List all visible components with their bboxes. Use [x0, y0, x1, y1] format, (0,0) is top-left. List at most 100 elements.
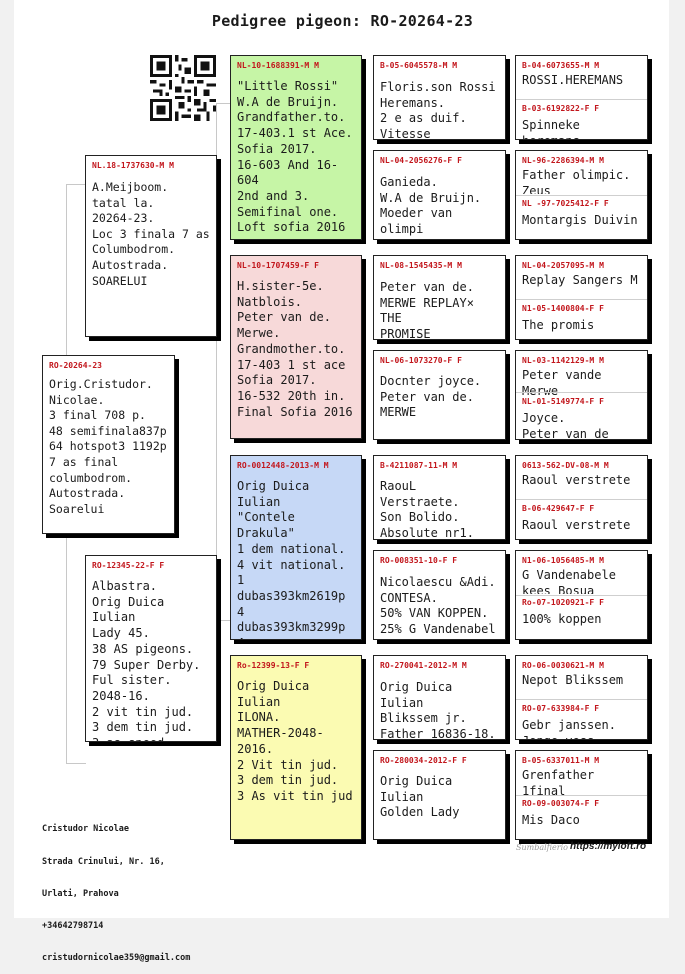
pigeon-info: Father olimpic. Zeus: [522, 168, 631, 194]
pigeon-info: Montargis Duivin: [522, 213, 638, 227]
pigeon-info: Gebr janssen. Jonge voss: [522, 718, 616, 739]
ring-number: RO-07-633984-F F: [522, 704, 600, 713]
ring-number: B-04-6073655-M M: [522, 61, 600, 70]
great-great-grandparent-pair: NL-96-2286394-M M Father olimpic. Zeus N…: [515, 150, 648, 240]
pigeon-info: Orig.Cristudor. Nicolae. 3 final 708 p. …: [49, 377, 167, 516]
ring-number: RO-280034-2012-F F: [380, 756, 467, 765]
pigeon-info: Orig Duica Iulian Golden Lady: [380, 774, 460, 820]
ring-number: Ro-07-1020921-F F: [522, 598, 604, 607]
pigeon-info: 100% koppen: [522, 612, 602, 626]
page-title: Pedigree pigeon: RO-20264-23: [211, 12, 474, 30]
ring-number: B-05-6337011-M M: [522, 756, 600, 765]
owner-contact: Cristudor Nicolae Strada Crinului, Nr. 1…: [42, 803, 190, 974]
pigeon-info: Peter vande Merwe: [522, 368, 609, 398]
ring-number: NL-10-1688391-M M: [237, 61, 319, 70]
ring-number: N1-06-1056485-M M: [522, 556, 604, 565]
grandfather-sire-box: NL-10-1688391-M M "Little Rossi" W.A de …: [230, 55, 362, 240]
pigeon-info: Replay Sangers M: [522, 273, 638, 287]
subject-box: RO-20264-23 Orig.Cristudor. Nicolae. 3 f…: [42, 355, 175, 534]
pigeon-info: A.Meijboom. tatal la. 20264-23. Loc 3 fi…: [92, 180, 210, 288]
ring-number: B-05-6045578-M M: [380, 61, 458, 70]
pigeon-info: "Little Rossi" W.A de Bruijn. Grandfathe…: [237, 79, 353, 235]
pigeon-info: Grenfather 1final: [522, 768, 602, 798]
divider: [516, 795, 647, 796]
grandmother-sire-box: NL-10-1707459-F F H.sister-5e. Natblois.…: [230, 255, 362, 439]
owner-phone: +34642798714: [42, 920, 104, 931]
great-grandparent-box: RO-008351-10-F F Nicolaescu &Adi. CONTES…: [373, 550, 506, 640]
pigeon-info: The promis: [522, 318, 595, 332]
great-grandparent-box: RO-270041-2012-M M Orig Duica Iulian Bli…: [373, 655, 506, 740]
pigeon-info: Nepot Blikssem: [522, 673, 624, 687]
ring-number: RO-20264-23: [49, 361, 102, 370]
qr-code: [150, 55, 216, 121]
ring-number: RO-270041-2012-M M: [380, 661, 467, 670]
connector-line: [66, 184, 86, 185]
ring-number: B-03-6192822-F F: [522, 104, 600, 113]
pigeon-info: Docnter joyce. Peter van de. MERWE: [380, 374, 482, 420]
pigeon-info: Mis Daco: [522, 813, 580, 827]
signature: Sumbalfierio: [516, 843, 568, 852]
ring-number: NL-06-1073270-F F: [380, 356, 462, 365]
connector-line: [66, 763, 86, 764]
father-box: NL.18-1737630-M M A.Meijboom. tatal la. …: [85, 155, 217, 337]
ring-number: NL-10-1707459-F F: [237, 261, 319, 270]
ring-number: NL-08-1545435-M M: [380, 261, 462, 270]
ring-number: N1-05-1400804-F F: [522, 304, 604, 313]
pigeon-info: Peter van de. MERWE REPLAY× THE PROMISE: [380, 280, 474, 340]
great-grandparent-box: RO-280034-2012-F F Orig Duica Iulian Gol…: [373, 750, 506, 840]
owner-name: Cristudor Nicolae: [42, 824, 129, 835]
divider: [516, 392, 647, 393]
great-great-grandparent-pair: NL-03-1142129-M M Peter vande Merwe NL-0…: [515, 350, 648, 440]
pigeon-info: Raoul verstrete: [522, 518, 631, 532]
connector-line: [66, 533, 67, 763]
ring-number: NL-03-1142129-M M: [522, 356, 604, 365]
ring-number: RO-09-003074-F F: [522, 799, 600, 808]
ring-number: RO-0012448-2013-M M: [237, 461, 329, 470]
great-grandparent-box: B-4211087-11-M M RaouL Verstraete. Son B…: [373, 455, 506, 540]
pigeon-info: Nicolaescu &Adi. CONTESA. 50% VAN KOPPEN…: [380, 575, 496, 637]
grandmother-dam-box: Ro-12399-13-F F Orig Duica Iulian ILONA.…: [230, 655, 362, 840]
ring-number: NL-96-2286394-M M: [522, 156, 604, 165]
divider: [516, 195, 647, 196]
website-link[interactable]: https://myloft.ro: [570, 841, 647, 852]
pigeon-info: Floris.son Rossi Heremans. 2 e as duif. …: [380, 80, 496, 140]
ring-number: 0613-562-DV-08-M M: [522, 461, 609, 470]
great-grandparent-box: B-05-6045578-M M Floris.son Rossi Herema…: [373, 55, 506, 140]
great-great-grandparent-pair: NL-04-2057095-M M Replay Sangers M N1-05…: [515, 255, 648, 340]
connector-line: [66, 184, 67, 356]
pigeon-info: RaouL Verstraete. Son Bolido. Absolute n…: [380, 479, 474, 540]
divider: [516, 499, 647, 500]
divider: [516, 699, 647, 700]
pigeon-info: Spinneke heremans: [522, 118, 580, 139]
ring-number: NL.18-1737630-M M: [92, 161, 174, 170]
ring-number: NL-04-2056276-F F: [380, 156, 462, 165]
pigeon-info: Orig Duica Iulian "Contele Drakula" 1 de…: [237, 479, 346, 639]
great-grandparent-box: NL-04-2056276-F F Ganieda. W.A de Bruijn…: [373, 150, 506, 240]
connector-line: [216, 620, 230, 621]
great-great-grandparent-pair: B-04-6073655-M M ROSSI.HEREMANS B-03-619…: [515, 55, 648, 140]
connector-line: [216, 103, 230, 104]
ring-number: RO-008351-10-F F: [380, 556, 458, 565]
ring-number: Ro-12399-13-F F: [237, 661, 310, 670]
divider: [516, 99, 647, 100]
pigeon-info: Ganieda. W.A de Bruijn. Moeder van olimp…: [380, 175, 482, 239]
owner-street: Strada Crinului, Nr. 16,: [42, 856, 165, 867]
great-grandparent-box: NL-08-1545435-M M Peter van de. MERWE RE…: [373, 255, 506, 340]
great-great-grandparent-pair: N1-06-1056485-M M G Vandenabele kees Bos…: [515, 550, 648, 640]
ring-number: NL -97-7025412-F F: [522, 199, 609, 208]
great-great-grandparent-pair: B-05-6337011-M M Grenfather 1final RO-09…: [515, 750, 648, 840]
ring-number: B-4211087-11-M M: [380, 461, 458, 470]
connector-line: [216, 340, 217, 620]
pigeon-info: Orig Duica Iulian Blikssem jr. Father 16…: [380, 680, 496, 740]
mother-box: RO-12345-22-F F Albastra. Orig Duica Iul…: [85, 555, 217, 742]
pigeon-info: H.sister-5e. Natblois. Peter van de. Mer…: [237, 279, 353, 419]
owner-email: cristudornicolae359@gmail.com: [42, 952, 191, 963]
owner-city: Urlati, Prahova: [42, 888, 119, 899]
ring-number: NL-04-2057095-M M: [522, 261, 604, 270]
connector-line: [216, 103, 217, 158]
ring-number: NL-01-5149774-F F: [522, 397, 604, 406]
great-great-grandparent-pair: 0613-562-DV-08-M M Raoul verstrete B-06-…: [515, 455, 648, 540]
ring-number: B-06-429647-F F: [522, 504, 595, 513]
divider: [516, 595, 647, 596]
divider: [516, 299, 647, 300]
